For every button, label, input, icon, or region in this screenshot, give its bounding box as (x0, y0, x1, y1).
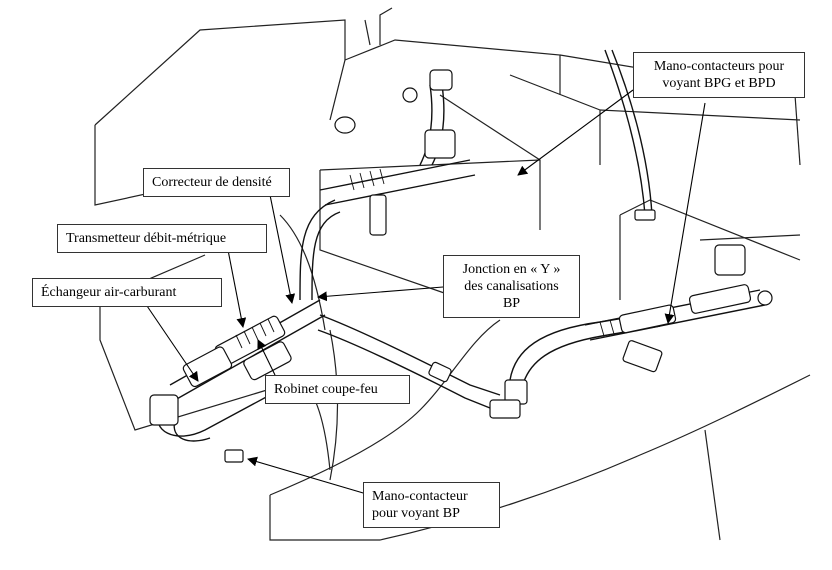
leader-robinet (257, 339, 276, 376)
label-echangeur-text: Échangeur air-carburant (41, 285, 177, 300)
leader-echangeur (144, 302, 199, 382)
leader-mano-bpg-1 (517, 89, 634, 176)
label-mano-contacteur-bp: Mano-contacteur pour voyant BP (363, 482, 500, 528)
label-jonction-y: Jonction en « Y » des canalisations BP (443, 255, 580, 318)
leader-lines (144, 89, 706, 496)
leader-jonction (317, 286, 444, 302)
leader-mano-bp (247, 456, 371, 496)
label-correcteur-text: Correcteur de densité (152, 175, 272, 190)
leader-mano-bpg-2 (664, 102, 706, 324)
label-mano-bpg-line1: Mano-contacteurs pour (653, 59, 785, 74)
label-jonction-line3: BP (502, 296, 521, 311)
pipe-hatching (235, 168, 615, 349)
label-mano-contacteurs-bpg-bpd: Mano-contacteurs pour voyant BPG et BPD (633, 52, 805, 98)
label-mano-bp-line1: Mano-contacteur (372, 489, 468, 504)
label-transmetteur-debit: Transmetteur débit-métrique (57, 224, 267, 253)
label-jonction-line2: des canalisations (464, 279, 559, 294)
label-robinet-text: Robinet coupe-feu (274, 382, 378, 397)
label-echangeur: Échangeur air-carburant (32, 278, 222, 307)
label-correcteur-densite: Correcteur de densité (143, 168, 290, 197)
label-mano-bp-line2: pour voyant BP (372, 506, 460, 521)
label-mano-bpg-line2: voyant BPG et BPD (662, 76, 776, 91)
leader-correcteur (269, 194, 296, 304)
label-jonction-line1: Jonction en « Y » (462, 262, 561, 277)
label-robinet-coupe-feu: Robinet coupe-feu (265, 375, 410, 404)
label-transmetteur-text: Transmetteur débit-métrique (66, 231, 227, 246)
leader-transmetteur (227, 249, 247, 328)
